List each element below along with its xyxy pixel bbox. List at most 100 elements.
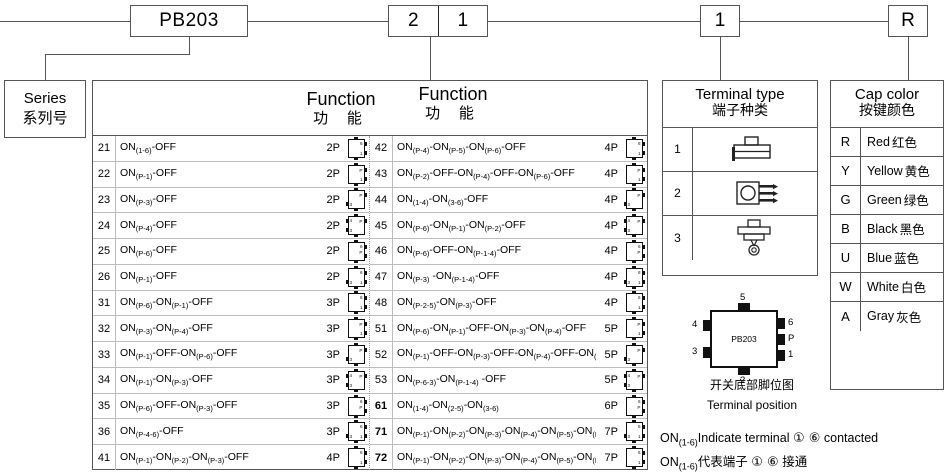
terminal-type-row[interactable]: 2 [663, 171, 817, 216]
terminal-type-header-cn: 端子种类 [712, 103, 768, 120]
function-row-number: 46 [374, 245, 388, 258]
function-row-description: ON(P-3) -ON(P-1-4)-OFF [397, 270, 500, 285]
pin-pad-top [738, 303, 750, 311]
pinout-diagram: PB203 5 2 4 3 6 P 1 开关底部脚位图 Terminal pos… [662, 292, 842, 472]
function-row-poles: 7P [604, 425, 618, 438]
pin-pad-left-bottom [703, 347, 711, 358]
code-function-digit-2[interactable]: 1 [457, 10, 469, 31]
function-row-description: ON(P-4-6)-OFF [120, 424, 184, 439]
connector-elbow-series [45, 54, 190, 55]
connector-line-21-to-1 [488, 21, 700, 22]
function-row-poles: 4P [604, 271, 618, 284]
connector-drop-capcolor [908, 37, 909, 80]
cap-color-header: Cap color 按键颜色 [831, 81, 943, 128]
code-function-digit-1[interactable]: 2 [389, 6, 439, 36]
row-divider [392, 445, 393, 470]
code-box-cap-color[interactable]: R [888, 5, 928, 37]
function-row-number: 47 [374, 271, 388, 284]
cap-color-key: U [831, 243, 861, 272]
function-row-number: 26 [97, 271, 111, 284]
function-row-poles: 2P [326, 168, 340, 181]
function-row-number: 43 [374, 168, 388, 181]
row-divider [392, 316, 393, 342]
terminal-type-row[interactable]: 3 [663, 215, 817, 260]
function-row-poles: 2P [326, 271, 340, 284]
solder-lug-terminal-icon [693, 128, 817, 171]
terminal-type-key: 3 [663, 215, 693, 260]
function-row-number: 44 [374, 193, 388, 206]
terminal-type-header-en: Terminal type [695, 86, 785, 103]
function-row-poles: 3P [326, 322, 340, 335]
function-header-left-en: Function [306, 89, 376, 109]
pin-label-right-bottom: 1 [788, 349, 794, 360]
code-box-function[interactable]: 2 1 [388, 5, 488, 37]
code-cap-color-value: R [901, 10, 915, 31]
function-row-number: 41 [97, 451, 111, 464]
cap-color-key: G [831, 185, 861, 214]
cap-color-name-cn: 蓝色 [894, 251, 920, 267]
function-row-poles: 5P [604, 322, 618, 335]
function-row-poles: 3P [326, 296, 340, 309]
terminal-type-row[interactable]: 1 [663, 127, 817, 172]
note-line-cn: ON(1-6)代表端子 ① ⑥ 接通 [660, 451, 948, 475]
function-row-poles: 3P [326, 425, 340, 438]
function-header-right: Function 功 能 [393, 85, 513, 122]
function-row-description: ON(1-6)-OFF [120, 141, 177, 156]
cap-color-key: W [831, 272, 861, 301]
function-row-description: ON(P-6)-ON(P-1)-OFF-ON(P-3)-ON(P-4)-OFF [397, 321, 587, 336]
function-row-number: 36 [97, 425, 111, 438]
function-row-poles: 2P [326, 193, 340, 206]
code-box-series[interactable]: PB203 [130, 5, 248, 37]
pinout-body: PB203 [710, 310, 778, 368]
code-box-terminal-type[interactable]: 1 [700, 5, 740, 37]
